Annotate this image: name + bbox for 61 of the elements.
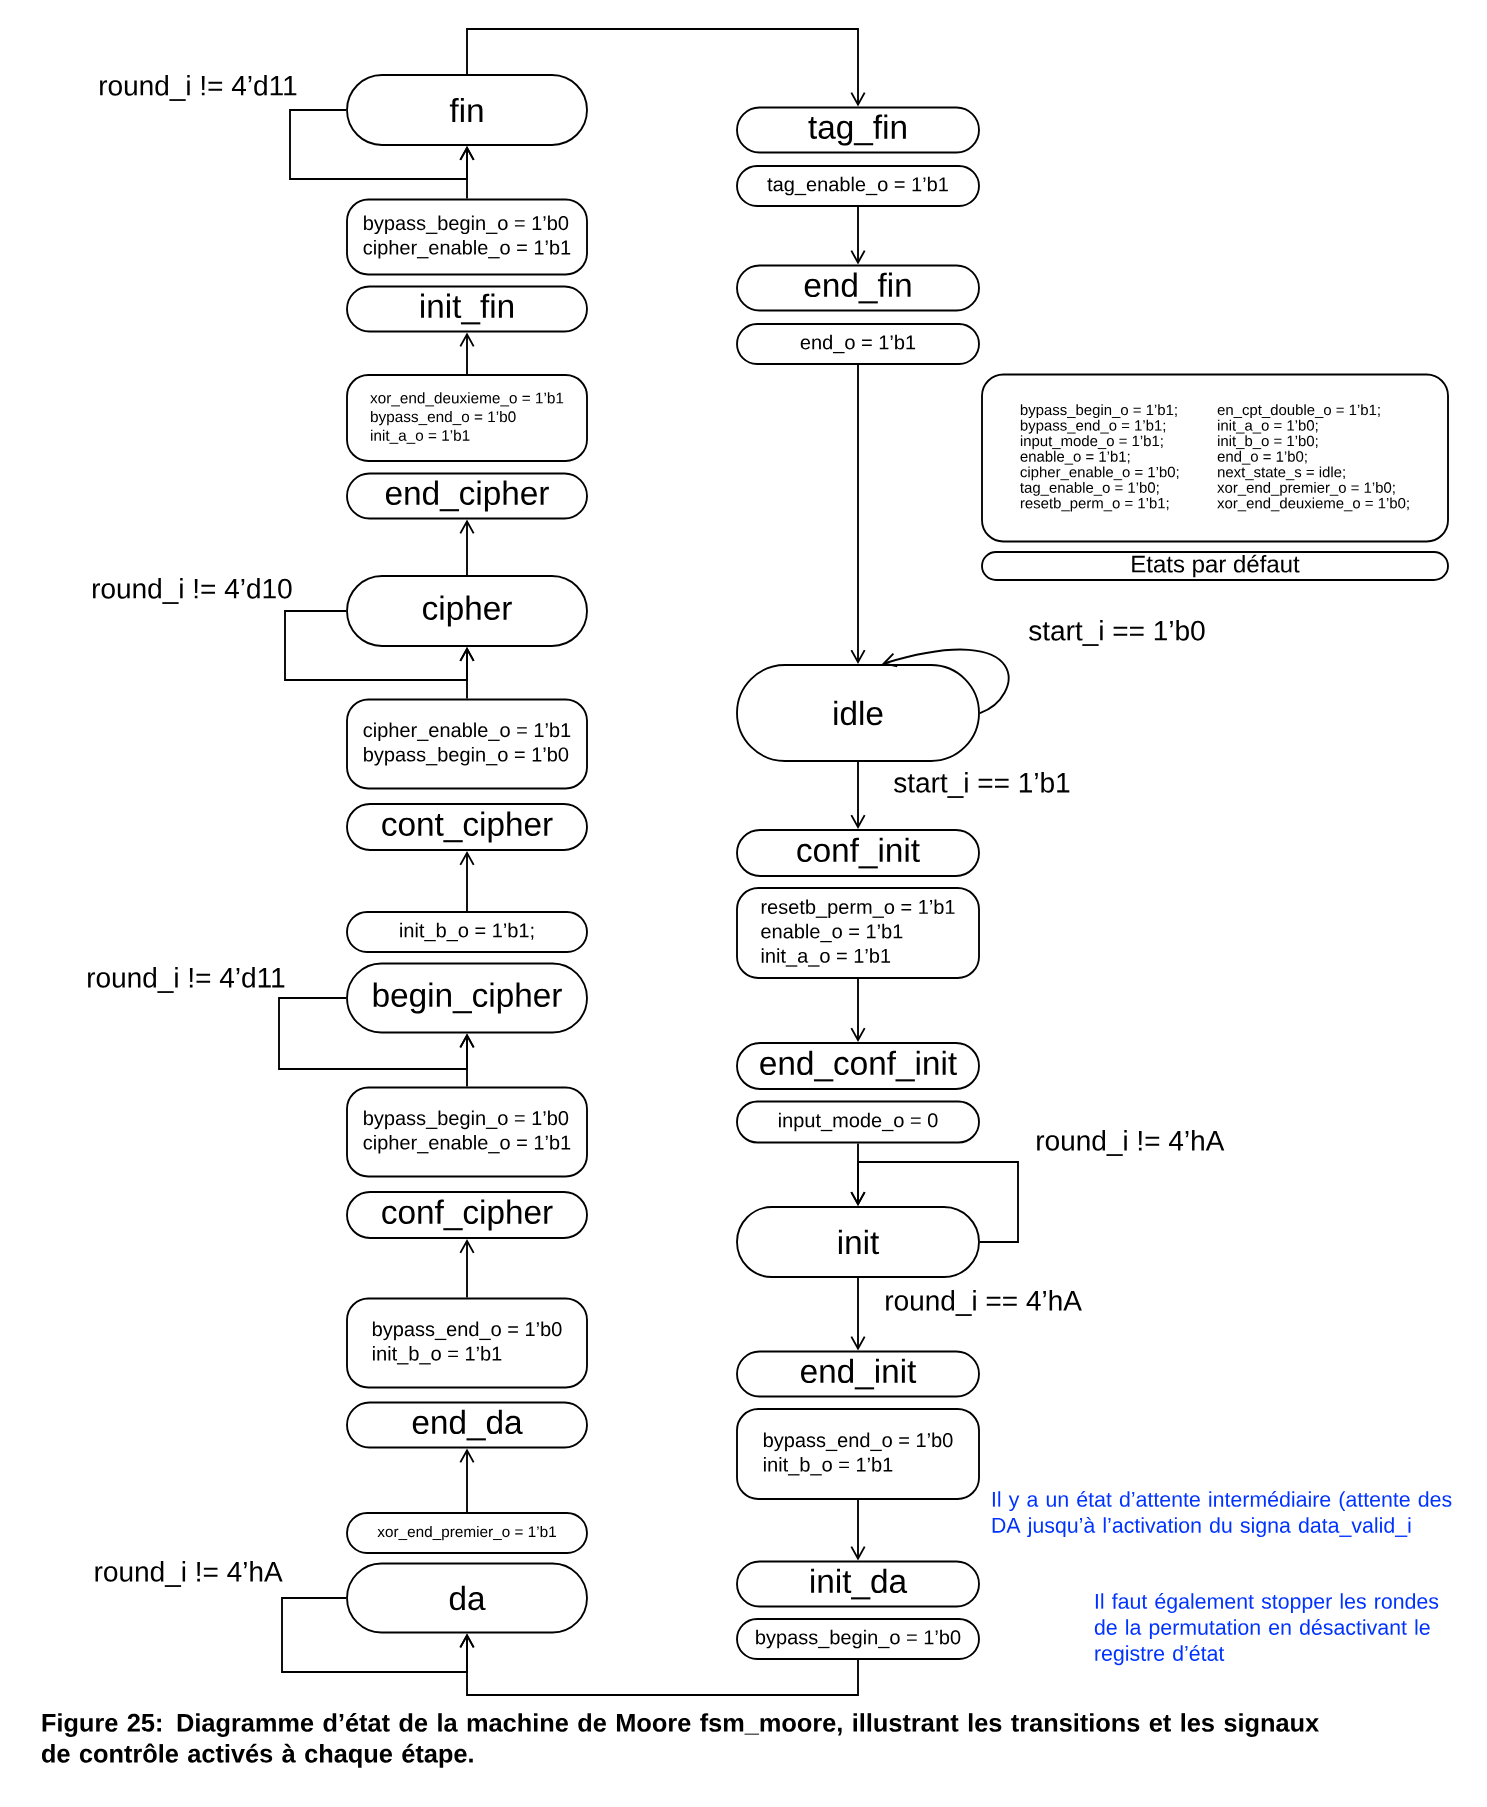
arrow xyxy=(459,145,475,200)
arrow xyxy=(850,364,866,665)
state-box: conf_init xyxy=(736,829,980,877)
edge-label: round_i != 4’d10 xyxy=(89,576,295,606)
state-box: begin_cipher xyxy=(346,962,588,1034)
state-box: idle xyxy=(736,664,980,762)
arrow xyxy=(459,519,475,576)
state-box: da xyxy=(346,1562,588,1634)
output-box: resetb_perm_o = 1’b1 enable_o = 1’b1 init_a_o = 1’b1 xyxy=(736,887,980,979)
edge-label: round_i != 4’d11 xyxy=(96,73,300,103)
state-box: end_conf_init xyxy=(736,1042,980,1090)
edge-label: round_i != 4’d11 xyxy=(84,965,288,995)
edge-label: start_i == 1’b0 xyxy=(1026,618,1208,648)
state-box: init xyxy=(736,1206,980,1278)
defaults-box: bypass_begin_o = 1’b1; en_cpt_double_o = 1’b1; bypass_end_o = 1’b1; init_a_o = 1’b0; input_mode_o = 1’b1; init_b_o = 1’b0; enable_o = 1’b1; end_o = 1’b0; cipher_enable_o = 1’b0; next_state_s = idle; tag_enable_o = 1’b0; xor_end_premier_o = 1’b0; resetb_perm_o = 1’b1; xor_end_deuxieme_o = 1’b0; xyxy=(981,373,1449,543)
arrow xyxy=(459,1448,475,1514)
arrow xyxy=(459,850,475,912)
state-box: fin xyxy=(346,74,588,146)
output-box: tag_enable_o = 1’b1 xyxy=(736,165,980,207)
output-box: xor_end_premier_o = 1’b1 xyxy=(346,1512,588,1554)
edge-label: start_i == 1’b1 xyxy=(891,770,1073,800)
edge-label: round_i != 4’hA xyxy=(92,1559,285,1589)
state-box: conf_cipher xyxy=(346,1191,588,1239)
state-box: tag_fin xyxy=(736,106,980,154)
state-box: end_cipher xyxy=(346,472,588,520)
state-box: end_da xyxy=(346,1401,588,1449)
output-box: init_b_o = 1’b1; xyxy=(346,911,588,953)
arrow xyxy=(850,1277,866,1351)
state-box: cont_cipher xyxy=(346,803,588,851)
output-box: xor_end_deuxieme_o = 1’b1 bypass_end_o = 1’b0 init_a_o = 1’b1 xyxy=(346,374,588,462)
arrow xyxy=(850,978,866,1043)
note: Il y a un état d’attente intermédiaire (attente des DA jusqu’à l’activation du signa data_valid_i xyxy=(992,1490,1452,1538)
state-box: end_fin xyxy=(736,264,980,312)
arrow xyxy=(459,646,475,700)
note: Il faut également stopper les rondes de la permutation en désactivant le registre d’état xyxy=(1094,1592,1439,1666)
arrow xyxy=(459,332,475,375)
output-box: end_o = 1’b1 xyxy=(736,323,980,365)
output-box: cipher_enable_o = 1’b1 bypass_begin_o = 1’b0 xyxy=(346,698,588,790)
arrow xyxy=(466,28,866,107)
arrow xyxy=(459,1238,475,1299)
state-box: cipher xyxy=(346,575,588,647)
heading-box: Etats par défaut xyxy=(981,551,1449,581)
state-box: init_da xyxy=(736,1560,980,1608)
output-box: bypass_end_o = 1’b0 init_b_o = 1’b1 xyxy=(346,1297,588,1389)
loop-arrow xyxy=(850,1161,1019,1243)
output-box: bypass_begin_o = 1’b0 xyxy=(736,1618,980,1660)
arrow xyxy=(459,1633,859,1696)
edge-label: round_i != 4’hA xyxy=(1033,1128,1226,1158)
state-box: end_init xyxy=(736,1350,980,1398)
state-box: init_fin xyxy=(346,285,588,333)
caption: Figure 25: Diagramme d’état de la machine de Moore fsm_moore, illustrant les transitions et les signaux de contrôle activés à chaque étape. xyxy=(42,1712,1319,1768)
arrow xyxy=(850,1499,866,1561)
edge-label: round_i == 4’hA xyxy=(882,1288,1084,1318)
output-box: input_mode_o = 0 xyxy=(736,1100,980,1144)
arrow xyxy=(850,206,866,265)
arrow xyxy=(459,1033,475,1088)
output-box: bypass_begin_o = 1’b0 cipher_enable_o = 1’b1 xyxy=(346,198,588,276)
arrow xyxy=(850,761,866,830)
output-box: bypass_begin_o = 1’b0 cipher_enable_o = 1’b1 xyxy=(346,1086,588,1178)
loop-arrow xyxy=(882,648,1010,714)
output-box: bypass_end_o = 1’b0 init_b_o = 1’b1 xyxy=(736,1408,980,1500)
